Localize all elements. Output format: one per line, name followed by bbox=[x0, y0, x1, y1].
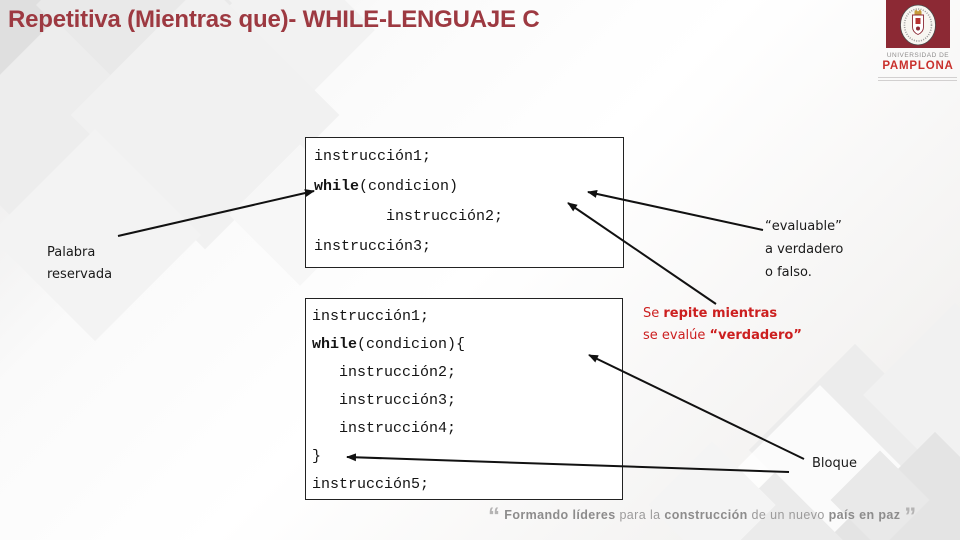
label-se-repite-line2: se evalúe “verdadero” bbox=[643, 328, 802, 343]
slide-title: Repetitiva (Mientras que)- WHILE-LENGUAJ… bbox=[8, 6, 540, 33]
footer-text: de un nuevo bbox=[747, 508, 829, 522]
code-line: instrucción1; bbox=[312, 308, 430, 325]
label-se-repite-line1: Se repite mientras bbox=[643, 306, 778, 321]
footer-text: país en paz bbox=[828, 508, 901, 522]
open-quote-icon: “ bbox=[488, 503, 501, 530]
code-line: instrucción5; bbox=[312, 476, 430, 493]
code-line: instrucción3; bbox=[312, 392, 457, 409]
code-line: instrucción2; bbox=[314, 208, 504, 225]
code-box-while-block: instrucción1; while(condicion){ instrucc… bbox=[305, 298, 623, 500]
footer-text: para la bbox=[615, 508, 665, 522]
code-line: instrucción2; bbox=[312, 364, 457, 381]
while-keyword: while bbox=[314, 178, 360, 195]
university-crest-icon bbox=[900, 4, 936, 46]
university-name-line2: PAMPLONA bbox=[882, 60, 954, 72]
code-line: instrucción3; bbox=[314, 238, 432, 255]
code-condition: (condicion){ bbox=[357, 336, 466, 353]
code-line: instrucción1; bbox=[314, 148, 432, 165]
label-bloque: Bloque bbox=[812, 456, 857, 471]
close-quote-icon: ” bbox=[904, 503, 917, 530]
footer-motto: “ Formando líderes para la construcción … bbox=[488, 505, 917, 529]
university-name-line1: UNIVERSIDAD DE bbox=[886, 52, 950, 59]
code-line: instrucción4; bbox=[312, 420, 457, 437]
logo-divider bbox=[878, 77, 957, 81]
label-se-repite: Se repite mientras se evalúe “verdadero” bbox=[643, 303, 802, 347]
label-evaluable: “evaluable” a verdadero o falso. bbox=[765, 219, 844, 280]
code-condition: (condicion) bbox=[359, 178, 459, 195]
code-line: } bbox=[312, 448, 322, 465]
label-palabra-reservada: Palabra reservada bbox=[47, 245, 113, 282]
footer-text: construcción bbox=[664, 508, 748, 522]
code-line: while(condicion) bbox=[314, 172, 623, 202]
footer-text: Formando líderes bbox=[504, 508, 616, 522]
code-line: while(condicion){ bbox=[312, 331, 622, 359]
while-keyword: while bbox=[312, 336, 358, 353]
university-logo bbox=[886, 0, 950, 48]
code-box-while-single: instrucción1; while(condicion) instrucci… bbox=[305, 137, 624, 268]
